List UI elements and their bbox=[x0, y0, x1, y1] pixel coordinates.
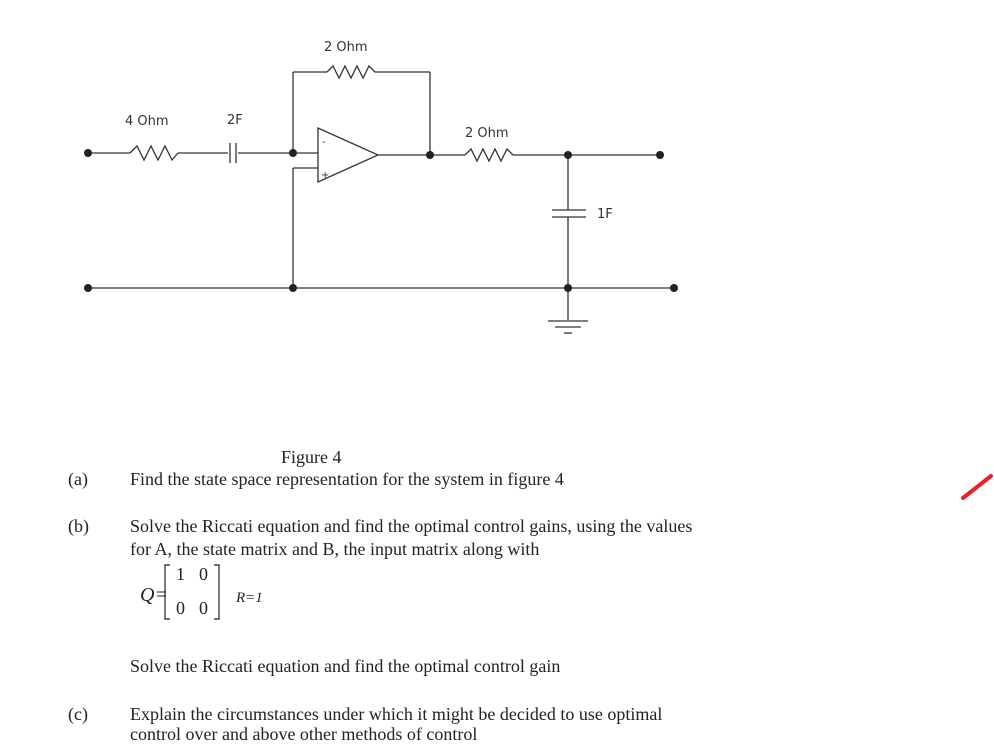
node-cap-bottom bbox=[564, 284, 572, 292]
opamp-minus-sign: - bbox=[322, 137, 326, 148]
resistor-4ohm bbox=[129, 144, 179, 162]
resistor-2ohm-output bbox=[464, 147, 514, 163]
label-r-output: 2 Ohm bbox=[465, 126, 509, 141]
question-c-line-2: control over and above other methods of … bbox=[130, 724, 478, 744]
node-input-top bbox=[84, 149, 92, 157]
matrix-cell-r2c1: 0 bbox=[176, 598, 185, 618]
question-c-label: (c) bbox=[68, 704, 88, 724]
question-c-line-1: Explain the circumstances under which it… bbox=[130, 704, 663, 724]
opamp-plus-sign: + bbox=[321, 170, 329, 181]
label-r-feedback: 2 Ohm bbox=[324, 40, 368, 55]
question-b-followup: Solve the Riccati equation and find the … bbox=[130, 656, 561, 676]
red-check-mark bbox=[961, 474, 993, 500]
node-junction bbox=[289, 149, 297, 157]
circuit-diagram: 2 Ohm 4 Ohm 2F 2 Ohm 1F - + bbox=[84, 40, 678, 334]
matrix-cell-r1c1: 1 bbox=[176, 564, 185, 584]
node-output-bottom bbox=[670, 284, 678, 292]
node-bottom-junction bbox=[289, 284, 297, 292]
question-b-line-1: Solve the Riccati equation and find the … bbox=[130, 516, 693, 536]
node-cap-top bbox=[564, 151, 572, 159]
question-b-line-2: for A, the state matrix and B, the input… bbox=[130, 539, 540, 559]
question-b-label: (b) bbox=[68, 516, 89, 536]
question-a-text: Find the state space representation for … bbox=[130, 469, 564, 489]
node-opamp-out bbox=[426, 151, 434, 159]
figure-caption: Figure 4 bbox=[281, 447, 342, 467]
label-c-input: 2F bbox=[227, 113, 243, 128]
matrix-cell-r1c2: 0 bbox=[199, 564, 208, 584]
label-r-input: 4 Ohm bbox=[125, 114, 169, 129]
op-amp bbox=[317, 126, 380, 184]
matrix-brackets bbox=[164, 564, 220, 620]
matrix-q-label: Q= bbox=[140, 584, 168, 606]
label-c-output: 1F bbox=[597, 207, 613, 222]
node-output-top bbox=[656, 151, 664, 159]
r-value: R=1 bbox=[236, 590, 263, 606]
node-input-bottom bbox=[84, 284, 92, 292]
matrix-cell-r2c2: 0 bbox=[199, 598, 208, 618]
resistor-2ohm-feedback bbox=[326, 64, 376, 80]
question-a-label: (a) bbox=[68, 469, 88, 489]
